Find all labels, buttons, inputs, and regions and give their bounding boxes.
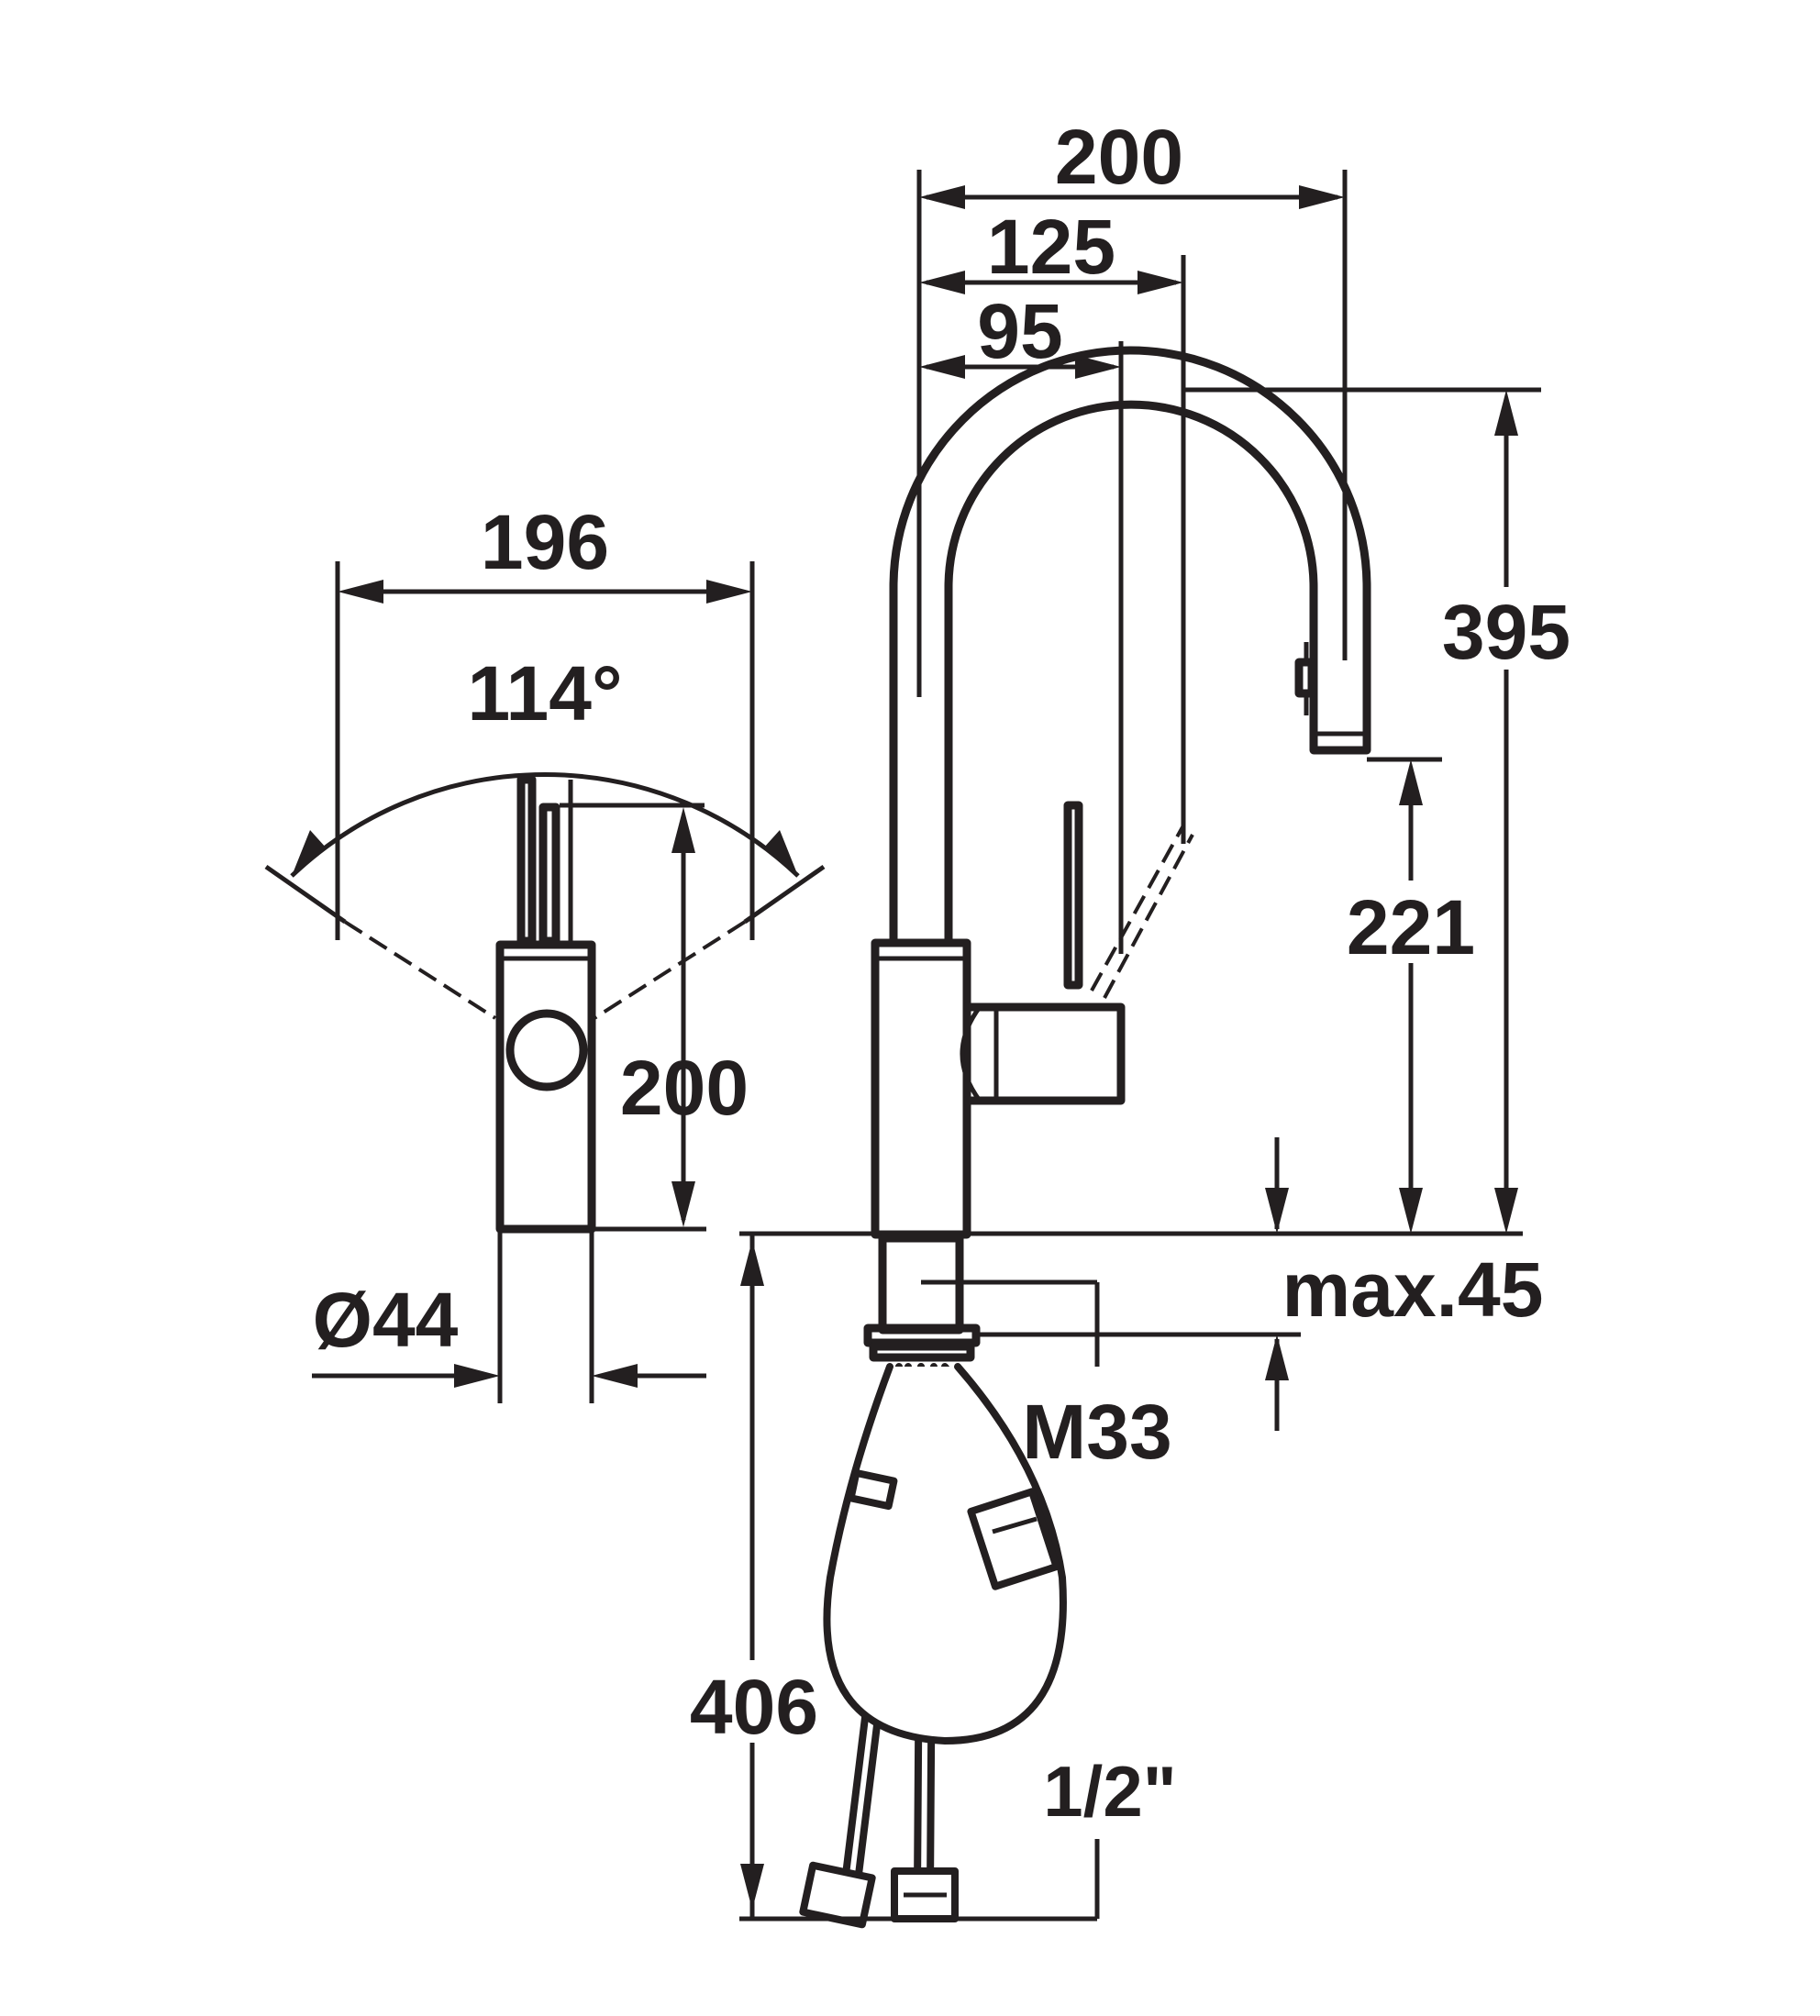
- dim-m33-label: M33: [1022, 1389, 1171, 1475]
- dim-200-top-label: 200: [1055, 114, 1183, 200]
- dim-114-label: 114°: [467, 650, 622, 737]
- front-view: 196 114° 200 Ø44: [264, 499, 826, 1403]
- side-view: 200 125 95 395 221: [690, 114, 1570, 1929]
- dim-395-label: 395: [1442, 589, 1570, 675]
- dim-406-label: 406: [690, 1664, 818, 1750]
- dim-221-label: 221: [1347, 884, 1475, 970]
- dim-diameter-label: Ø44: [313, 1277, 459, 1363]
- dim-connection-label: 1/2": [1043, 1751, 1176, 1832]
- dim-max45-label: max.45: [1282, 1246, 1544, 1333]
- dim-200-lever-label: 200: [620, 1045, 749, 1131]
- dim-125-label: 125: [987, 204, 1115, 290]
- dim-95-label: 95: [977, 288, 1062, 374]
- dim-196-label: 196: [481, 499, 609, 585]
